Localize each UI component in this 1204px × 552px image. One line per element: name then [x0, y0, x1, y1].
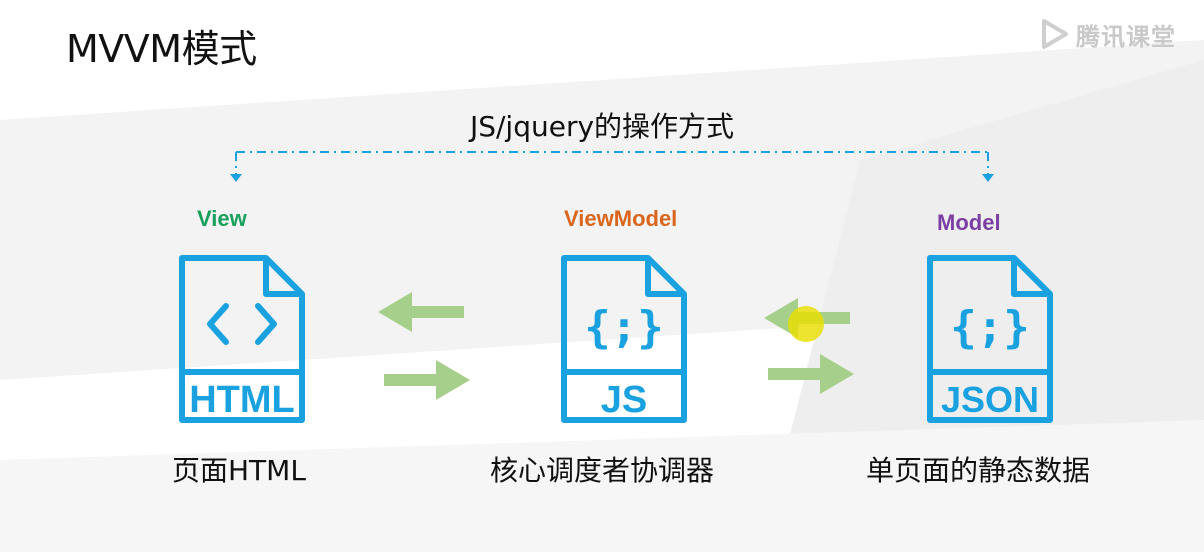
viewmodel-label: ViewModel: [564, 206, 678, 231]
connector-arrowhead-left: [230, 174, 242, 182]
arrow-viewmodel-to-view: [378, 292, 464, 332]
cursor-highlight: [788, 306, 824, 342]
html-file-text: HTML: [189, 379, 295, 421]
html-file-icon: HTML: [179, 255, 305, 423]
model-caption: 单页面的静态数据: [866, 454, 1091, 487]
js-file-symbol: {;}: [584, 302, 663, 353]
js-file-icon: {;} JS: [561, 255, 687, 423]
logo-text: 腾讯课堂: [1076, 22, 1176, 51]
view-label: View: [197, 206, 247, 231]
model-label: Model: [937, 210, 1001, 235]
json-file-icon: {;} JSON: [927, 255, 1053, 423]
viewmodel-caption: 核心调度者协调器: [490, 454, 715, 487]
arrow-viewmodel-to-model: [768, 354, 854, 394]
json-file-symbol: {;}: [950, 302, 1029, 353]
connector-label: JS/jquery的操作方式: [469, 110, 735, 143]
arrow-view-to-viewmodel: [384, 360, 470, 400]
play-icon: [1042, 19, 1068, 49]
connector-arrowhead-right: [982, 174, 994, 182]
view-caption: 页面HTML: [172, 454, 306, 487]
page-title: MVVM模式: [66, 27, 257, 71]
tencent-classroom-logo: 腾讯课堂: [1036, 14, 1196, 54]
js-file-text: JS: [601, 379, 647, 421]
json-file-text: JSON: [941, 379, 1039, 420]
